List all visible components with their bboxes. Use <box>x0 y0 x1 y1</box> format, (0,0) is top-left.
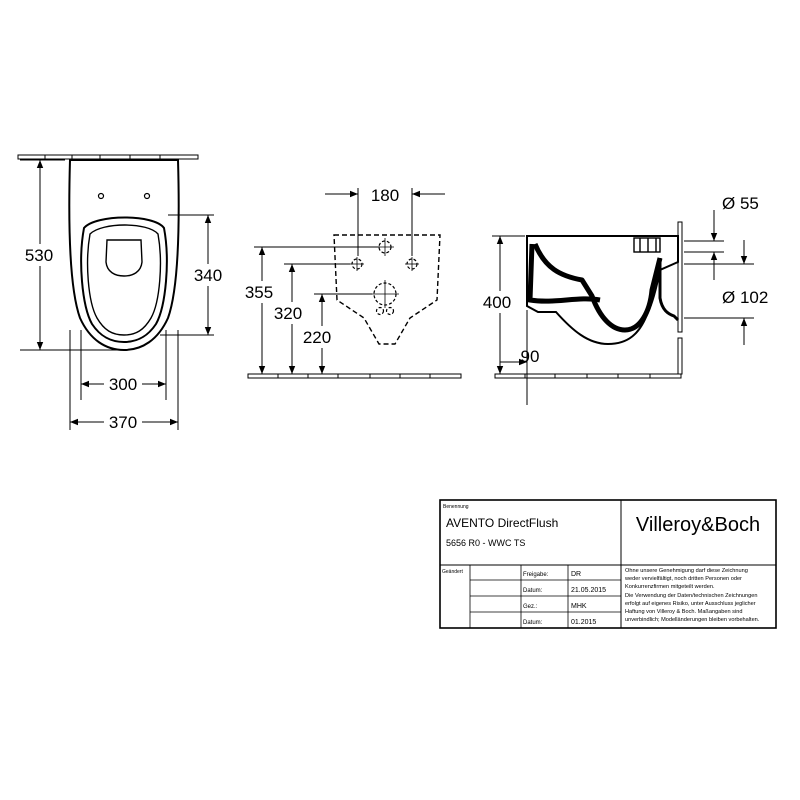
disclaimer-line: Konkurrenzfirmen mitgeteilt werden. <box>625 584 715 590</box>
bowl-outline <box>68 159 180 352</box>
product-name: AVENTO DirectFlush <box>446 516 558 530</box>
disclaimer-line: weder vervielfältigt, noch dritten Perso… <box>624 576 742 582</box>
side-bowl-shell <box>532 242 663 333</box>
side-body-outline <box>526 235 679 346</box>
dim-label-220: 220 <box>303 328 331 347</box>
row-label-date-2: Datum: <box>523 620 543 626</box>
flush-connector <box>633 237 661 253</box>
label-bg-320 <box>268 302 308 324</box>
dim-label-400: 400 <box>483 293 511 312</box>
changed-label: Geändert <box>442 569 463 575</box>
bowl-opening <box>105 239 143 277</box>
dim-355 <box>254 246 380 374</box>
dim-label-180: 180 <box>371 186 399 205</box>
rear-outline <box>333 234 441 345</box>
dim-label-dia-55: Ø 55 <box>722 194 759 213</box>
brand-name: Villeroy&Boch <box>636 514 760 536</box>
disclaimer-line: Die Verwendung der Daten/technischen Zei… <box>625 593 757 599</box>
dim-90 <box>500 310 528 405</box>
row-value-release: DR <box>571 571 581 578</box>
side-view <box>492 210 754 405</box>
row-label-release: Freigabe: <box>523 572 549 578</box>
dim-label-dia-102: Ø 102 <box>722 288 768 307</box>
disclaimer-line: Ohne unsere Genehmigung darf diese Zeich… <box>625 568 748 574</box>
rear-view <box>247 188 462 379</box>
label-bg-220 <box>298 326 338 348</box>
label-bg-370 <box>104 412 142 432</box>
seat-outline <box>80 216 168 344</box>
dim-label-340: 340 <box>194 266 222 285</box>
row-value-date-2: 01.2015 <box>571 619 596 626</box>
label-bg-530 <box>20 244 58 266</box>
row-value-drawn: MHK <box>571 603 587 610</box>
wall-strip-front <box>17 154 199 160</box>
row-value-date-1: 21.05.2015 <box>571 587 606 594</box>
hinge-hole-left <box>97 192 105 200</box>
dim-label-90: 90 <box>521 347 540 366</box>
floor-strip-rear <box>247 373 462 379</box>
side-trap <box>658 258 680 322</box>
disclaimer-line: unverbindlich; Modelländerungen bleiben … <box>625 617 760 623</box>
dim-label-300: 300 <box>109 375 137 394</box>
dim-label-355: 355 <box>245 283 273 302</box>
rear-centre-lines <box>350 238 419 308</box>
dim-label-530: 530 <box>25 246 53 265</box>
label-bg-355 <box>240 281 278 303</box>
label-bg-400 <box>478 291 516 313</box>
disclaimer-line: Haftung von Villeroy & Boch. Maßangaben … <box>625 609 742 615</box>
side-rim <box>527 243 601 304</box>
dim-dia-55 <box>684 210 724 280</box>
wall-side <box>677 221 683 375</box>
label-bg-300 <box>104 374 142 394</box>
hinge-hole-right <box>143 192 151 200</box>
seat-inner <box>86 224 162 336</box>
row-label-date-1: Datum: <box>523 588 543 594</box>
floor-strip-side <box>494 373 682 379</box>
designation-label: Benennung <box>443 504 469 510</box>
title-block <box>439 499 777 629</box>
dim-label-320: 320 <box>274 304 302 323</box>
dim-dia-102 <box>684 240 754 345</box>
disclaimer-line: erfolgt auf eigenes Risiko, unter Aussch… <box>625 601 756 607</box>
label-bg-340 <box>190 264 226 286</box>
rear-mount-holes <box>351 240 418 316</box>
row-label-drawn: Gez.: <box>523 604 538 610</box>
dim-180 <box>325 188 445 256</box>
product-code: 5656 R0 - WWC TS <box>446 538 525 548</box>
dim-label-370: 370 <box>109 413 137 432</box>
